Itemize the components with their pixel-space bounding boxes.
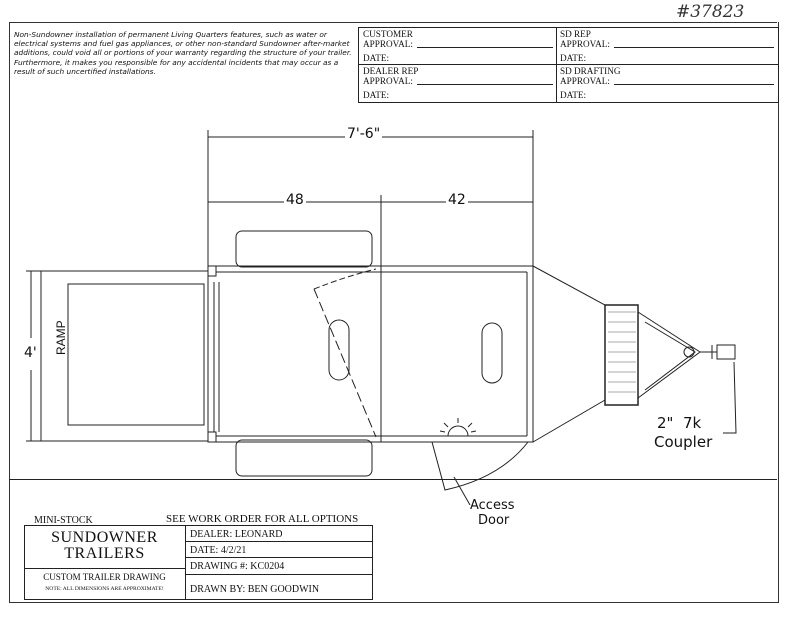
- title-block: [24, 525, 373, 600]
- jack: [683, 346, 695, 358]
- company-name: SUNDOWNER TRAILERS: [24, 530, 185, 562]
- sd-rep-approval-line: [614, 47, 774, 48]
- coupler: [716, 344, 736, 360]
- sheet-border: [9, 22, 779, 603]
- right-section-dimension: 42: [446, 192, 468, 208]
- sd-drafting-date-label: DATE:: [560, 90, 587, 100]
- sd-rep-label: SD REP: [560, 29, 591, 39]
- customer-label: CUSTOMER: [363, 29, 413, 39]
- work-order-note: SEE WORK ORDER FOR ALL OPTIONS: [166, 513, 359, 525]
- gate-swing-line: [313, 288, 377, 438]
- customer-date-label: DATE:: [363, 53, 390, 63]
- ramp-label: RAMP: [54, 320, 68, 355]
- dealer-rep-date-label: DATE:: [363, 90, 390, 100]
- approvals-table: [358, 27, 779, 103]
- sd-drafting-approval-line: [614, 84, 774, 85]
- model-label: MINI-STOCK: [34, 515, 93, 526]
- dealer-rep-approval-line: [417, 84, 553, 85]
- customer-approval-label: APPROVAL:: [363, 39, 413, 49]
- sd-drafting-label: SD DRAFTING: [560, 66, 621, 76]
- drawing-number-field: DRAWING #: KC0204: [190, 561, 285, 572]
- ramp-inner: [67, 283, 205, 426]
- date-field: DATE: 4/2/21: [190, 545, 247, 556]
- warranty-disclaimer: Non-Sundowner installation of permanent …: [14, 30, 352, 76]
- title-block-top-rule: [9, 479, 777, 480]
- coupler-label: Coupler: [654, 433, 713, 451]
- gate-swing-arc: [313, 268, 377, 290]
- coupler-size-label: 2" 7k: [657, 414, 702, 432]
- access-door-line-1: Access: [470, 498, 515, 513]
- drawn-by-field: DRAWN BY: BEN GOODWIN: [190, 584, 320, 595]
- customer-approval-cell: CUSTOMER APPROVAL:: [363, 29, 413, 49]
- trailer-nose: [532, 265, 606, 443]
- dealer-rep-approval-label: APPROVAL:: [363, 76, 413, 86]
- spare-tire-tread: [608, 311, 636, 393]
- window-left: [328, 319, 350, 381]
- sd-rep-approval-cell: SD REP APPROVAL:: [560, 29, 610, 49]
- spare-tire: [604, 304, 639, 406]
- window-right: [481, 322, 503, 384]
- rear-post-top: [207, 265, 217, 277]
- fender-bottom: [235, 439, 373, 477]
- dimensions-note: NOTE: ALL DIMENSIONS ARE APPROXIMATE!: [45, 586, 164, 592]
- dealer-rep-label: DEALER REP: [363, 66, 419, 76]
- left-section-dimension: 48: [284, 192, 306, 208]
- approvals-divider-h: [358, 64, 778, 65]
- dealer-rep-approval-cell: DEALER REP APPROVAL:: [363, 66, 418, 86]
- sheet-top-border: [9, 22, 777, 23]
- sd-drafting-approval-label: APPROVAL:: [560, 76, 610, 86]
- roof-light: [447, 425, 469, 437]
- access-door-label: Access Door: [470, 498, 515, 528]
- company-name-line-1: SUNDOWNER: [51, 529, 158, 546]
- dealer-field: DEALER: LEONARD: [190, 529, 283, 540]
- fender-top: [235, 230, 373, 268]
- coupler-leader: [723, 361, 737, 434]
- company-name-line-2: TRAILERS: [64, 545, 145, 562]
- trailer-body: [207, 265, 534, 443]
- sd-rep-date-label: DATE:: [560, 53, 587, 63]
- job-number: #37823: [676, 2, 745, 22]
- sd-rep-approval-label: APPROVAL:: [560, 39, 610, 49]
- rear-post-bottom: [207, 431, 217, 443]
- title-block-divider: [185, 525, 186, 599]
- overall-width-label: 7'-6": [345, 126, 383, 142]
- tongue-inner: [644, 321, 696, 391]
- customer-approval-line: [417, 47, 553, 48]
- sd-drafting-approval-cell: SD DRAFTING APPROVAL:: [560, 66, 621, 86]
- drawing-subtitle: CUSTOM TRAILER DRAWING: [43, 572, 166, 582]
- ramp-height-dimension: 4': [22, 345, 39, 361]
- access-door-line-2: Door: [478, 513, 510, 528]
- access-door-leader: [453, 476, 471, 506]
- access-door-swing: [431, 441, 530, 491]
- ramp: [40, 270, 209, 442]
